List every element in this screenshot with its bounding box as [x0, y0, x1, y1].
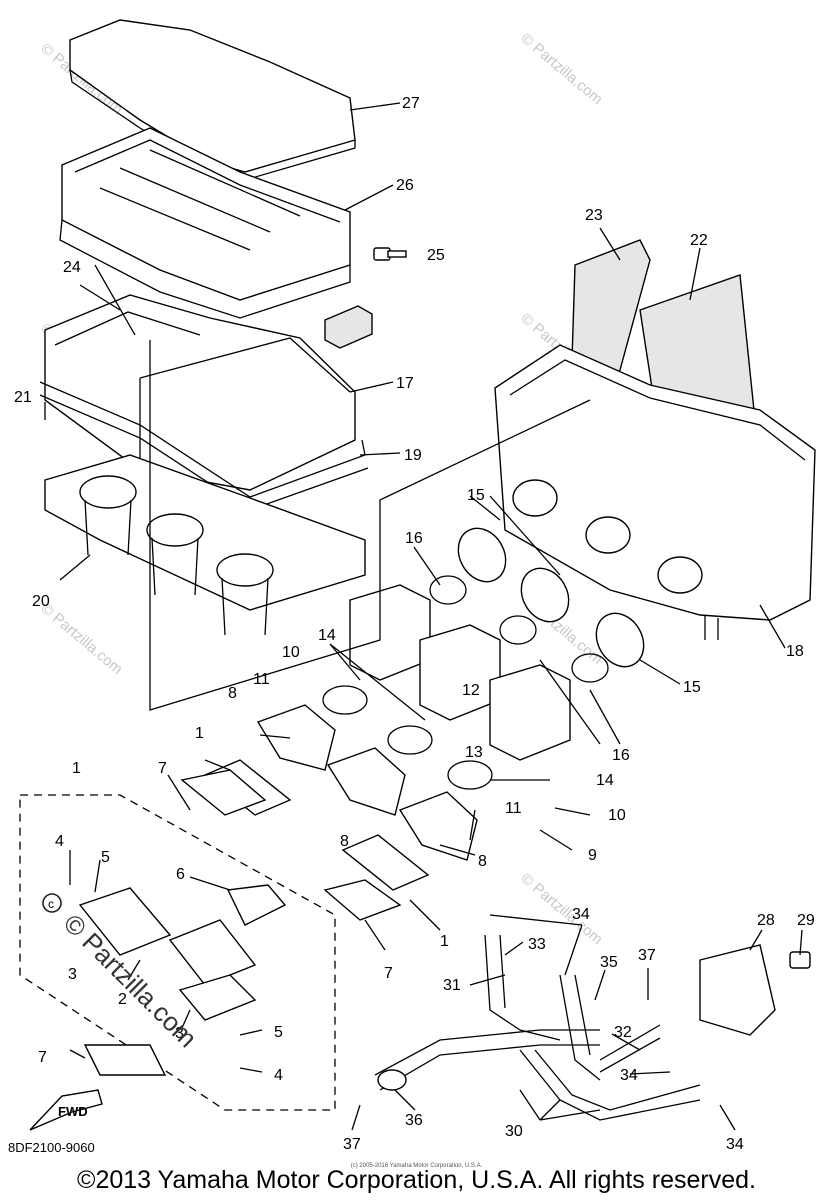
- rear-airbox: [494, 344, 816, 640]
- callout-1-c: 1: [440, 933, 449, 950]
- gasket-19: [39, 381, 369, 511]
- callout-24: 24: [63, 259, 81, 276]
- forward-arrow: FWD: [29, 1089, 103, 1131]
- airbox-upper: [44, 294, 356, 491]
- intake-boots: [457, 527, 645, 668]
- callout-33: 33: [528, 936, 546, 953]
- intake-joints: [256, 704, 478, 861]
- callout-28: 28: [757, 912, 775, 929]
- fuel-system: [374, 934, 811, 1121]
- callout-16-a: 16: [405, 530, 423, 547]
- watermark: © Partzilla.com: [37, 600, 125, 678]
- callout-31: 31: [443, 977, 461, 994]
- callout-9: 9: [588, 847, 597, 864]
- diagram-code: 8DF2100-9060: [8, 1140, 95, 1155]
- callout-11-b: 11: [505, 800, 522, 817]
- callout-6: 6: [176, 866, 185, 883]
- reed-kit-inset: [19, 794, 336, 1111]
- filter-frame: [59, 127, 351, 319]
- callout-8-c: 8: [478, 853, 487, 870]
- callout-36: 36: [405, 1112, 423, 1129]
- airbox-lower: [44, 454, 366, 636]
- callout-8-a: 8: [228, 685, 237, 702]
- callout-26: 26: [396, 177, 414, 194]
- callout-23: 23: [585, 207, 603, 224]
- callout-15-a: 15: [467, 487, 485, 504]
- callout-18: 18: [786, 643, 804, 660]
- fwd-label: FWD: [58, 1104, 88, 1119]
- callout-19: 19: [404, 447, 422, 464]
- callout-1-b: 1: [72, 760, 81, 777]
- callout-27: 27: [402, 95, 420, 112]
- reed-valves: [180, 759, 430, 921]
- callout-25: 25: [427, 247, 445, 264]
- callout-14-b: 14: [596, 772, 614, 789]
- callout-2: 2: [118, 991, 127, 1008]
- callout-21: 21: [14, 389, 32, 406]
- callout-22: 22: [690, 232, 708, 249]
- bolt-25: [373, 247, 407, 261]
- callout-34-b: 34: [620, 1067, 638, 1084]
- callout-11-a: 11: [253, 671, 270, 688]
- callout-37-b: 37: [343, 1136, 361, 1153]
- callout-16-b: 16: [612, 747, 630, 764]
- watermark: © Partzilla.com: [517, 30, 605, 108]
- small-copyright: (c) 2005-2016 Yamaha Motor Corporation, …: [350, 1163, 483, 1169]
- callout-7-c: 7: [38, 1049, 47, 1066]
- copyright-notice: ©2013 Yamaha Motor Corporation, U.S.A. A…: [77, 1166, 756, 1194]
- callout-20: 20: [32, 593, 50, 610]
- carburetor-assembly: [349, 584, 571, 761]
- callout-labels: 27 26 25 24 23 22 21 17 19 20 18 15 15 1…: [14, 95, 815, 1153]
- callout-4-b: 4: [274, 1067, 283, 1084]
- callout-4-a: 4: [55, 833, 64, 850]
- callout-29: 29: [797, 912, 815, 929]
- callout-7-a: 7: [158, 760, 167, 777]
- callout-14-a: 14: [318, 627, 336, 644]
- callout-8-b: 8: [340, 833, 349, 850]
- callout-35: 35: [600, 954, 618, 971]
- hose-clamps: [322, 575, 609, 790]
- callout-34-c: 34: [726, 1136, 744, 1153]
- callout-10-a: 10: [282, 644, 300, 661]
- callout-12: 12: [462, 682, 480, 699]
- callout-34-a: 34: [572, 906, 590, 923]
- callout-5-b: 5: [274, 1024, 283, 1041]
- callout-3-b: 3: [175, 1025, 184, 1042]
- callout-30: 30: [505, 1123, 523, 1140]
- callout-10-b: 10: [608, 807, 626, 824]
- callout-17: 17: [396, 375, 414, 392]
- svg-text:c: c: [48, 897, 54, 911]
- callout-15-b: 15: [683, 679, 701, 696]
- callout-5-a: 5: [101, 849, 110, 866]
- callout-1-a: 1: [195, 725, 204, 742]
- callout-37-a: 37: [638, 947, 656, 964]
- callout-3-a: 3: [68, 966, 77, 983]
- callout-32: 32: [614, 1024, 632, 1041]
- callout-13: 13: [465, 744, 483, 761]
- callout-7-b: 7: [384, 965, 393, 982]
- leader-lines: [44, 102, 803, 1131]
